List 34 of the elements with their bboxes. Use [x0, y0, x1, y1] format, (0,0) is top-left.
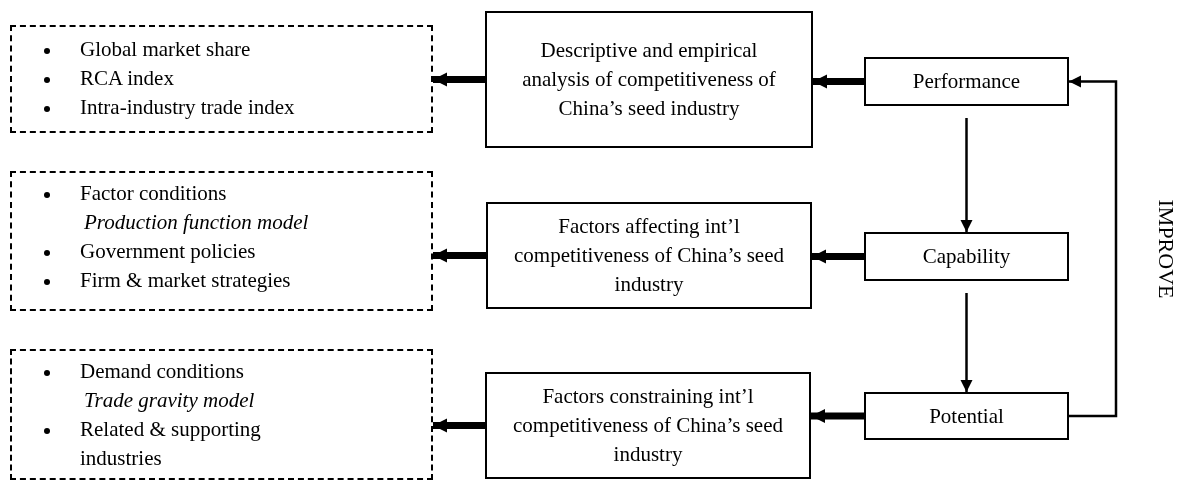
process-box [486, 202, 812, 309]
arrow [433, 248, 486, 263]
arrow [812, 249, 864, 264]
model-note: Production function model [84, 209, 309, 236]
arrow [813, 74, 864, 89]
arrow [433, 418, 485, 433]
process-box [864, 392, 1069, 440]
arrow [433, 72, 485, 87]
model-note: Trade gravity model [84, 387, 255, 414]
bullet-item: Related & supporting industries [80, 416, 262, 472]
process-box [485, 11, 813, 148]
arrow [960, 118, 973, 232]
bullet-item: Intra-industry trade index [80, 94, 295, 121]
bullet-item: Factor conditions [80, 180, 227, 207]
box-text: Capability [922, 243, 1011, 270]
arrow [960, 293, 973, 392]
process-box [864, 57, 1069, 106]
arrow [811, 409, 864, 423]
box-text: Factors constraining int’l competitiveness of China’s seed industry [512, 383, 784, 468]
box-text: Potential [929, 402, 1004, 430]
box-text: Performance [912, 68, 1021, 95]
bullet-item: RCA index [80, 65, 174, 92]
box-text: Factors affecting int’l competitiveness of China’s seed industry [513, 213, 785, 298]
bullet-item: Demand conditions [80, 358, 244, 385]
dashed-list-box [10, 349, 433, 480]
bullet-item: Government policies [80, 238, 256, 265]
bullet-item: Global market share [80, 36, 251, 63]
process-box [864, 232, 1069, 281]
dashed-list-box [10, 25, 433, 133]
bullet-item: Firm & market strategies [80, 267, 291, 294]
box-text: Descriptive and empirical analysis of competitiveness of China’s seed industry [521, 37, 777, 122]
arrow [1069, 75, 1118, 418]
dashed-list-box [10, 171, 433, 311]
process-box [485, 372, 811, 479]
